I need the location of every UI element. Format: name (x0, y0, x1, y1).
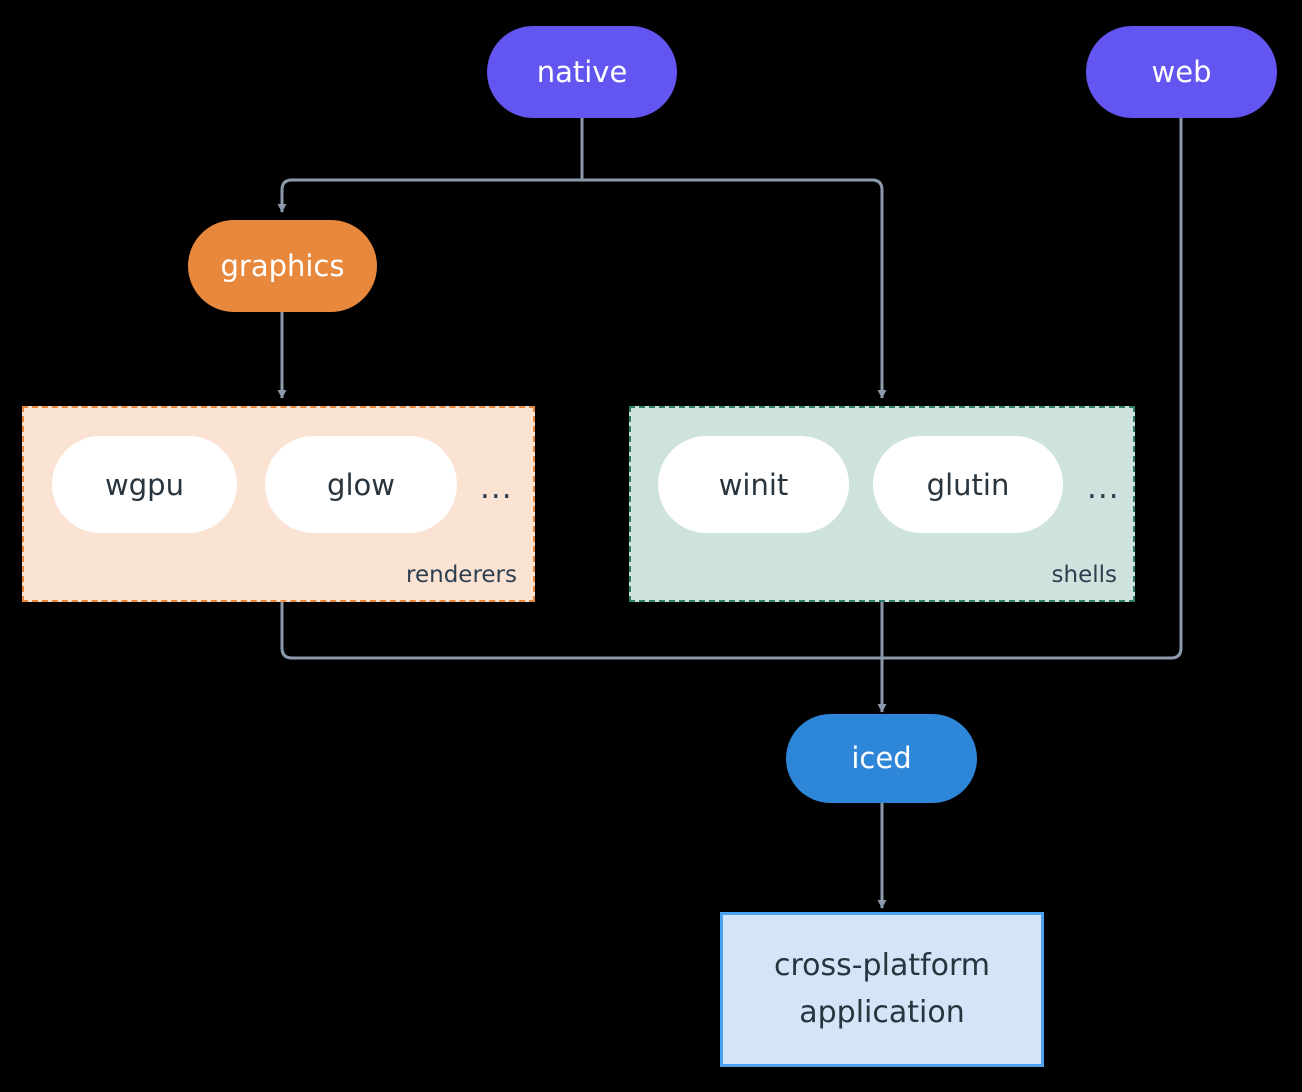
node-iced-label: iced (851, 741, 912, 776)
node-cross-platform-application[interactable]: cross-platform application (720, 912, 1044, 1067)
edge-native-to-shells (582, 178, 887, 399)
renderers-overflow-ellipsis: ... (480, 470, 513, 506)
node-graphics[interactable]: graphics (188, 220, 377, 312)
group-item-glow[interactable]: glow (265, 436, 457, 533)
group-item-winit-label: winit (718, 467, 789, 502)
group-shells-label: shells (1051, 562, 1117, 588)
group-item-wgpu[interactable]: wgpu (52, 436, 237, 533)
edge-web-to-iced (882, 118, 1183, 660)
group-item-wgpu-label: wgpu (105, 467, 184, 502)
node-iced[interactable]: iced (786, 714, 977, 803)
group-item-winit[interactable]: winit (658, 436, 849, 533)
shells-overflow-ellipsis: ... (1087, 470, 1120, 506)
group-renderers-label: renderers (406, 562, 517, 588)
application-line-2: application (799, 994, 965, 1030)
group-item-glutin-label: glutin (926, 467, 1010, 502)
node-web[interactable]: web (1086, 26, 1277, 118)
application-line-1: cross-platform (773, 948, 991, 983)
group-renderers: wgpu glow ... renderers (22, 406, 535, 602)
node-native[interactable]: native (487, 26, 677, 118)
group-shells: winit glutin ... shells (629, 406, 1135, 602)
node-web-label: web (1151, 54, 1212, 89)
group-item-glutin[interactable]: glutin (873, 436, 1063, 533)
node-native-label: native (536, 54, 628, 89)
edge-renderers-to-iced (280, 602, 882, 660)
edge-native-to-graphics (277, 178, 582, 213)
group-item-glow-label: glow (327, 467, 395, 502)
node-graphics-label: graphics (220, 248, 345, 283)
